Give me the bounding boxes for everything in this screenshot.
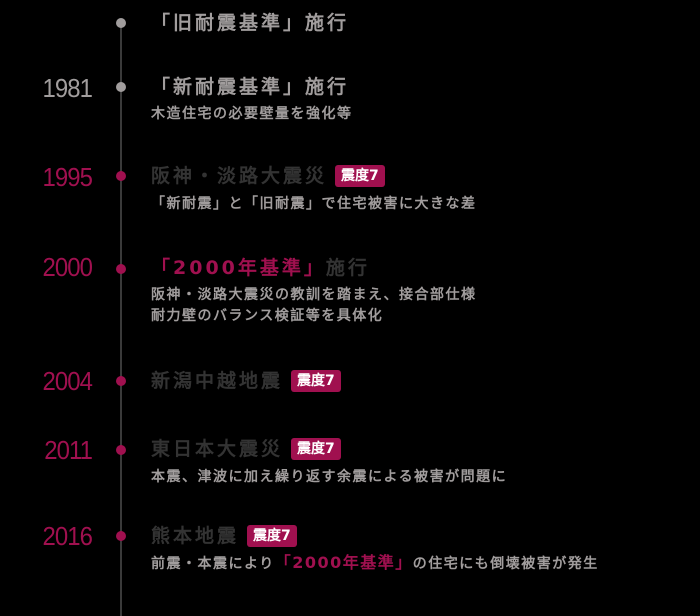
event-year: 1995	[42, 162, 92, 192]
event-description: 「新耐震」と「旧耐震」で住宅被害に大きな差	[151, 196, 477, 212]
event-title: 「旧耐震基準」施行	[151, 12, 350, 34]
timeline-dot	[116, 82, 126, 92]
event-year: 2016	[42, 521, 92, 551]
seismic-intensity-badge: 震度7	[291, 370, 341, 392]
seismic-intensity-badge: 震度7	[291, 438, 341, 460]
timeline-line	[120, 22, 122, 616]
event-title: 熊本地震	[151, 525, 240, 547]
event-description: 本震、津波に加え繰り返す余震による被害が問題に	[151, 469, 508, 485]
seismic-intensity-badge: 震度7	[247, 525, 297, 547]
event-description: 前震・本震により「2000年基準」の住宅にも倒壊被害が発生	[151, 552, 599, 575]
event-title: 東日本大震災	[151, 438, 284, 460]
timeline-dot	[116, 376, 126, 386]
timeline-dot	[116, 264, 126, 274]
timeline-dot	[116, 171, 126, 181]
event-year: 2004	[42, 366, 92, 396]
event-year: 2011	[44, 435, 93, 465]
seismic-intensity-badge: 震度7	[335, 165, 385, 187]
event-year: 1981	[42, 73, 92, 103]
event-title: 施行	[325, 257, 370, 279]
event-description-line-2: 耐力壁のバランス検証等を具体化	[151, 308, 384, 324]
event-title-accent: 「2000年基準」	[151, 257, 326, 279]
event-title: 阪神・淡路大震災	[151, 165, 328, 187]
timeline-dot	[116, 445, 126, 455]
timeline-dot	[116, 18, 126, 28]
event-description: 木造住宅の必要壁量を強化等	[151, 106, 353, 122]
description-accent: 「2000年基準」	[274, 553, 413, 572]
event-title: 「新耐震基準」施行	[151, 76, 350, 98]
event-title: 新潟中越地震	[151, 370, 284, 392]
event-description-line-1: 阪神・淡路大震災の教訓を踏まえ、接合部仕様	[151, 287, 477, 303]
description-pre: 前震・本震により	[151, 556, 275, 572]
description-post: の住宅にも倒壊被害が発生	[412, 556, 599, 572]
timeline-dot	[116, 531, 126, 541]
event-year: 2000	[42, 252, 92, 282]
